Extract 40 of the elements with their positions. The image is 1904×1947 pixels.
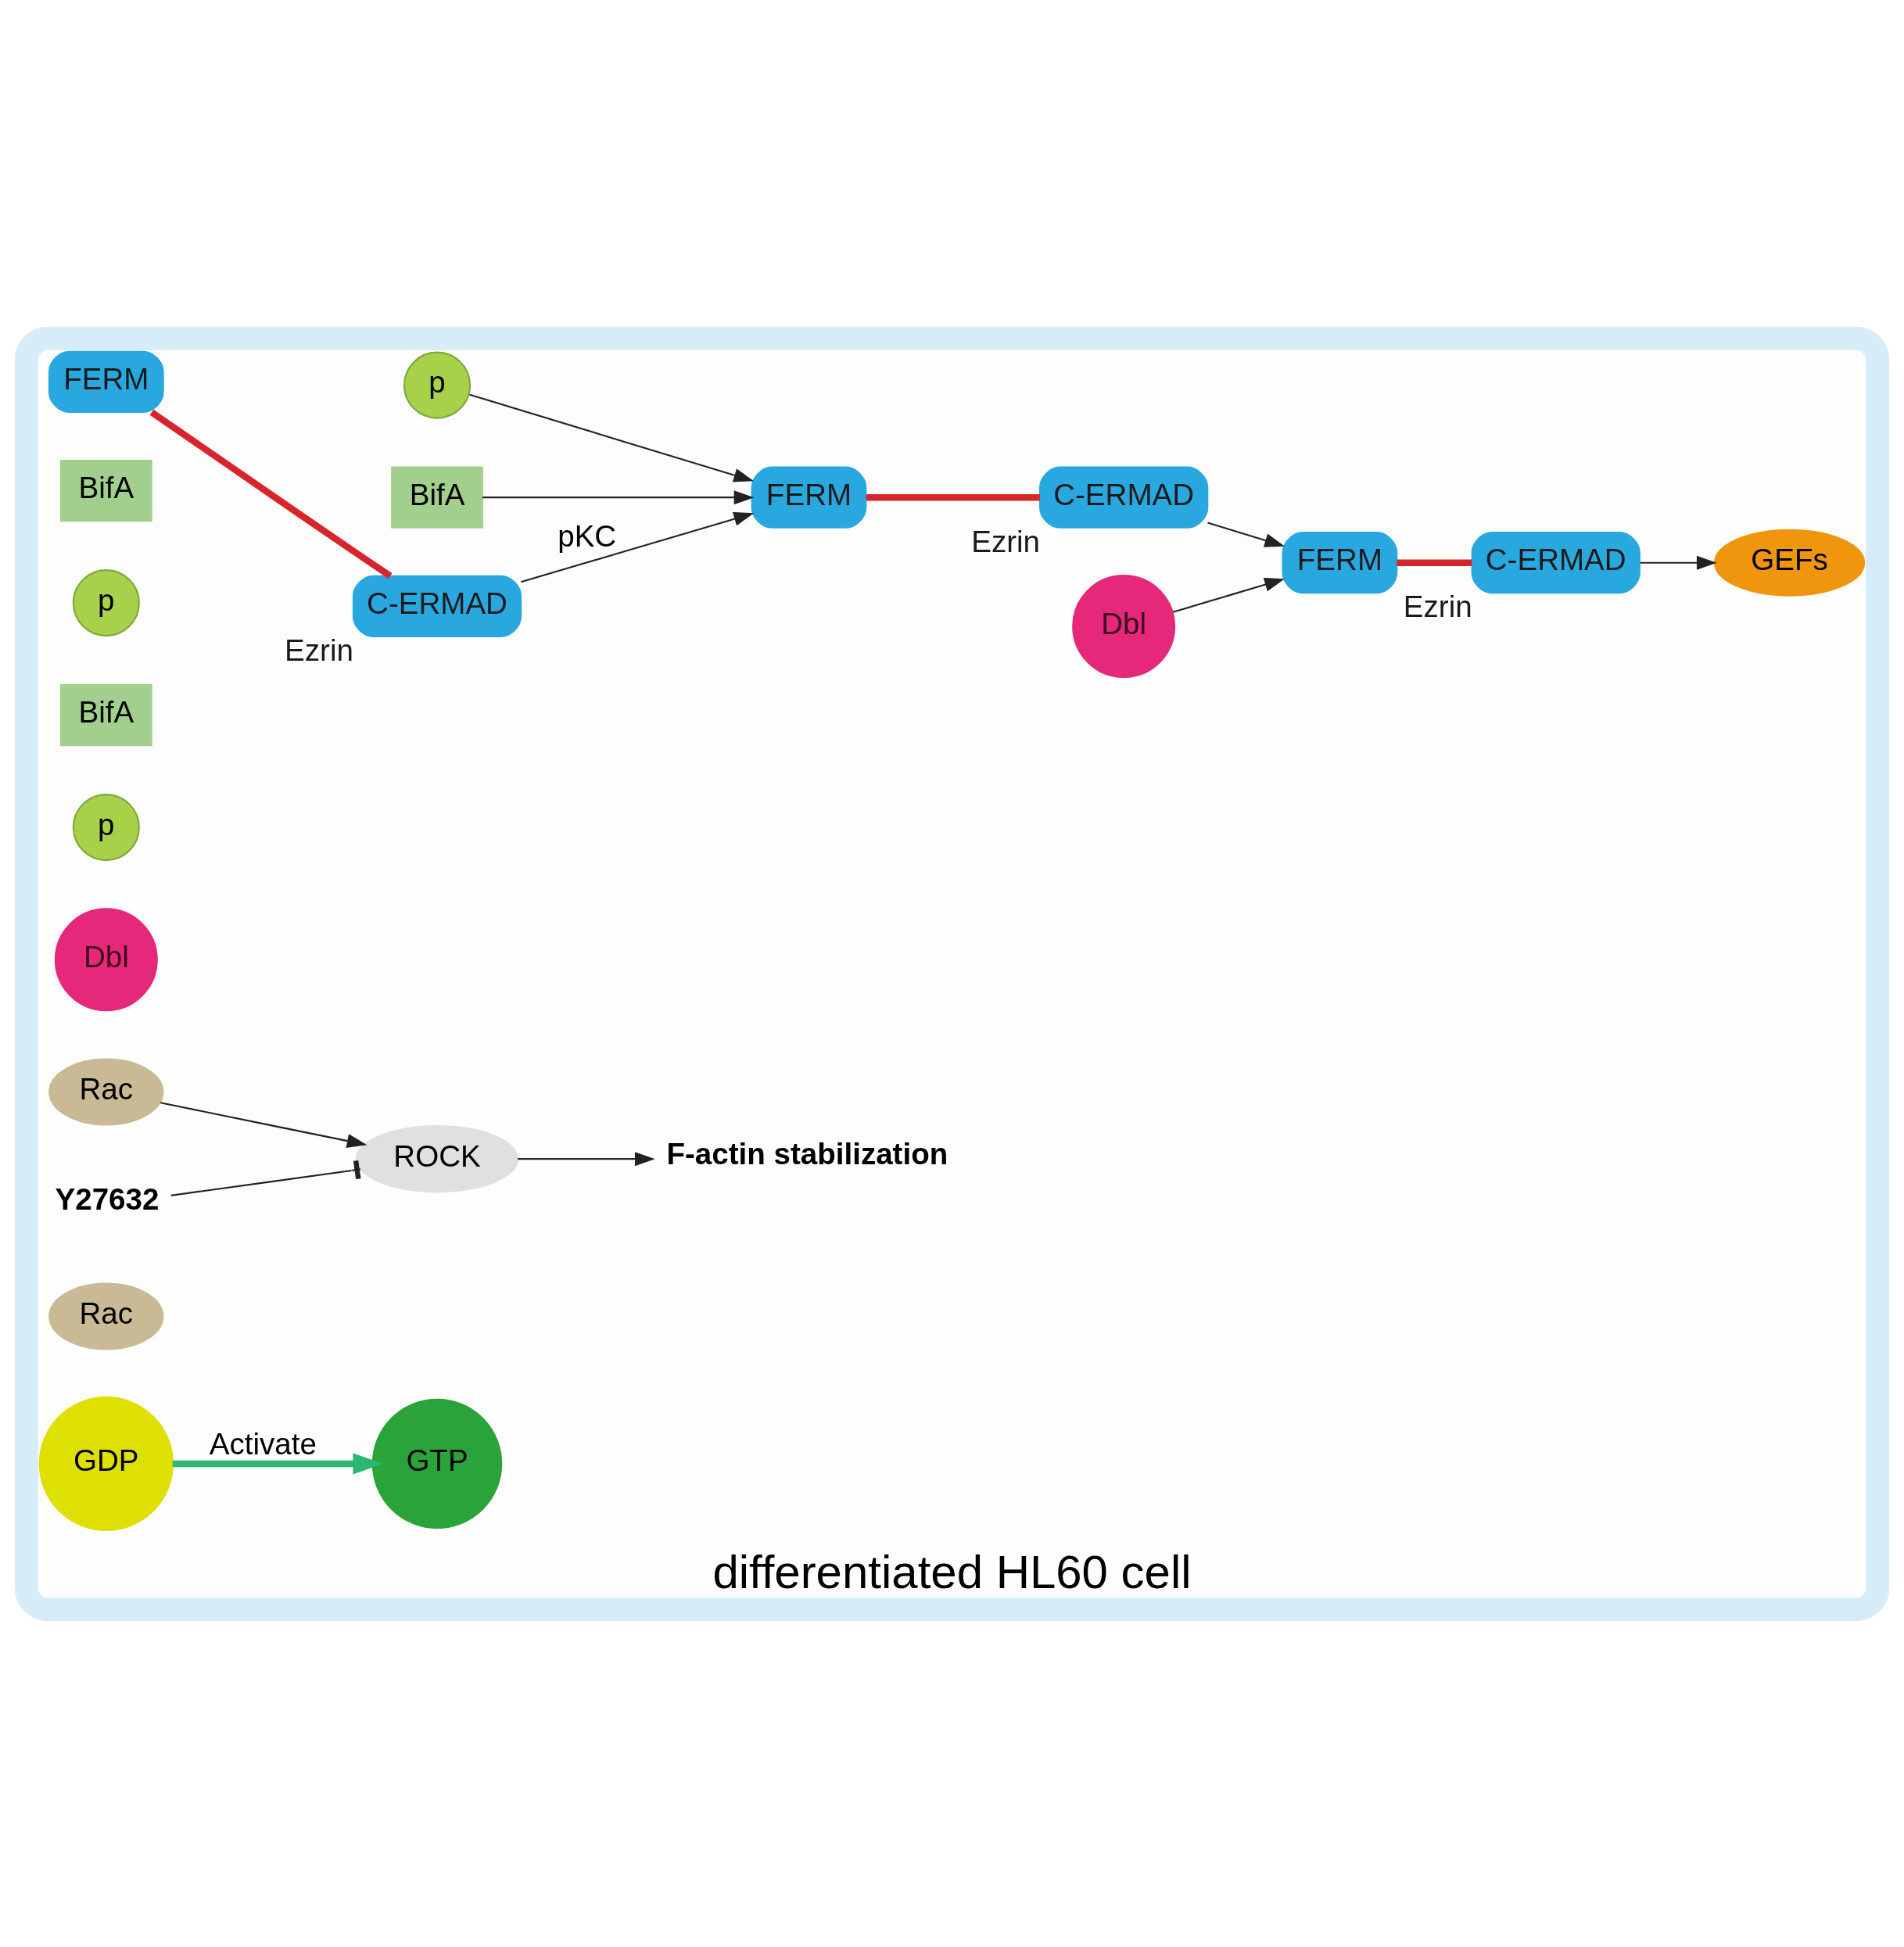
connector bbox=[170, 1160, 361, 1196]
node-ellipse: Rac bbox=[48, 1057, 164, 1126]
arrow bbox=[518, 1151, 655, 1166]
node-box: FERM bbox=[1282, 531, 1398, 593]
node-circle: p bbox=[72, 793, 140, 861]
arrow bbox=[482, 489, 755, 504]
node-ellipse: ROCK bbox=[355, 1124, 519, 1192]
node-box: BifA bbox=[59, 459, 152, 522]
arrow bbox=[469, 393, 755, 482]
node-circle: Dbl bbox=[1072, 574, 1176, 678]
node-box: BifA bbox=[59, 683, 152, 746]
connector bbox=[1397, 558, 1472, 566]
arrow bbox=[1173, 577, 1285, 613]
node-circle: p bbox=[403, 351, 472, 419]
arrow bbox=[160, 1101, 368, 1148]
node-ellipse: Rac bbox=[48, 1282, 164, 1350]
node-box: FERM bbox=[751, 466, 867, 529]
node-circle: GTP bbox=[371, 1398, 503, 1529]
node-box: C-ERMAD bbox=[352, 575, 522, 637]
edge-label: Activate bbox=[209, 1426, 317, 1461]
connector bbox=[149, 409, 393, 579]
node-box: C-ERMAD bbox=[1471, 531, 1640, 593]
arrow bbox=[521, 511, 755, 583]
node-label: Ezrin bbox=[1403, 589, 1472, 623]
node-box: BifA bbox=[391, 466, 483, 529]
node-ellipse: GEFs bbox=[1714, 529, 1866, 597]
edge-label: pKC bbox=[558, 518, 617, 553]
node-box: FERM bbox=[48, 350, 164, 413]
node-circle: p bbox=[72, 568, 140, 636]
connector bbox=[866, 493, 1040, 500]
node-label: Ezrin bbox=[285, 633, 353, 667]
node-circle: Dbl bbox=[54, 907, 158, 1011]
node-box: C-ERMAD bbox=[1039, 466, 1209, 529]
node-text: Y27632 bbox=[55, 1181, 160, 1216]
arrow bbox=[1207, 521, 1285, 547]
arrow bbox=[172, 1452, 384, 1474]
node-label: Ezrin bbox=[971, 524, 1041, 558]
arrow bbox=[1640, 555, 1717, 570]
node-text: F-actin stabilization bbox=[666, 1136, 948, 1171]
node-circle: GDP bbox=[38, 1396, 174, 1531]
